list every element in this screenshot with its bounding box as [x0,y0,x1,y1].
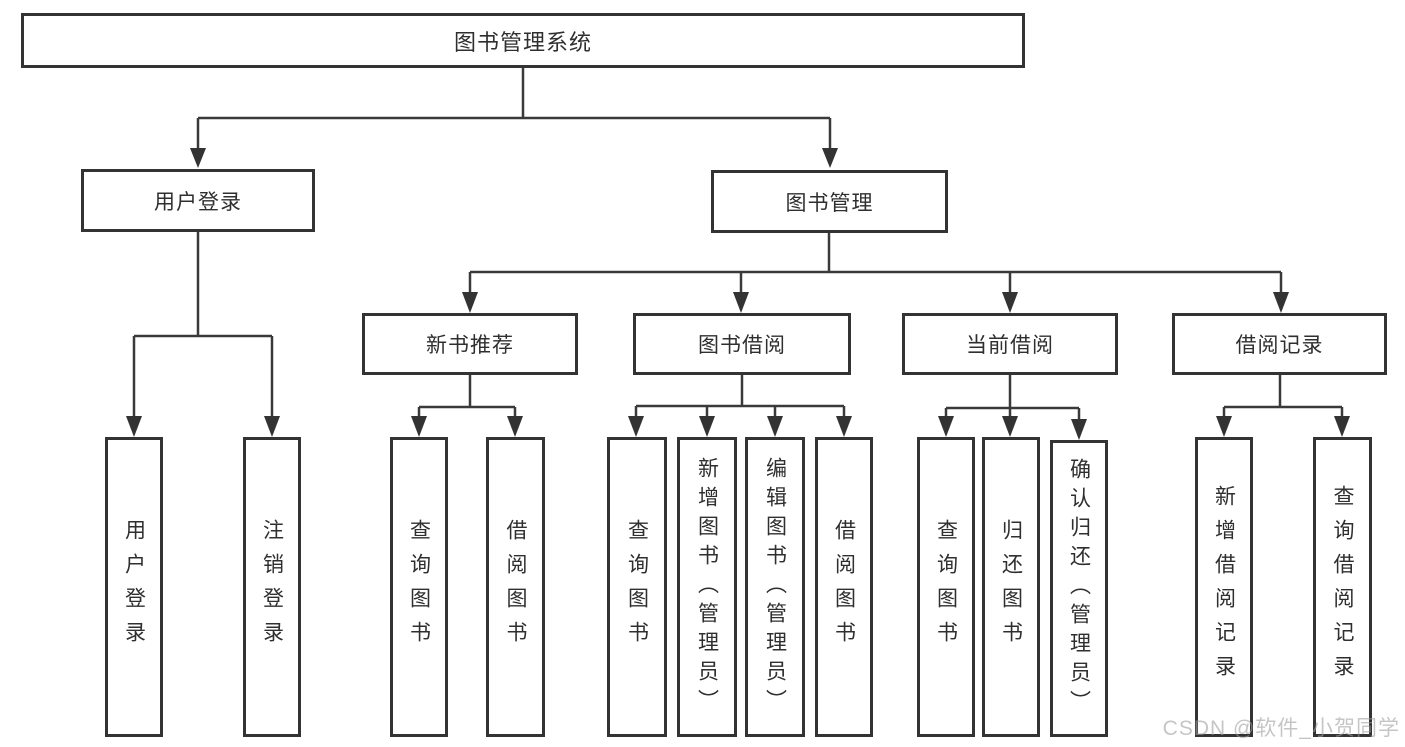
arrow-icon [699,416,715,437]
node-label: 新书推荐 [426,334,514,357]
leaf-query-borrow-record: 查询借阅记录 [1313,437,1372,737]
connector-book-borrowing [634,375,846,417]
arrow-icon [1273,292,1289,313]
leaf-borrow-books-borrowing: 借阅图书 [815,437,873,737]
node-label: 图书管理 [785,191,874,215]
node-user-login: 用户登录 [81,169,315,232]
arrow-icon [822,148,838,168]
leaf-return-books: 归还图书 [982,437,1040,737]
node-borrowing-records: 借阅记录 [1172,313,1387,375]
arrow-icon [1071,419,1087,440]
node-new-book-recommendation: 新书推荐 [362,313,578,375]
leaf-confirm-return-admin: 确认归还（管理员） [1050,440,1108,737]
leaf-add-books-admin: 新增图书（管理员） [677,437,737,737]
leaf-user-login: 用户登录 [105,437,163,737]
leaf-edit-books-admin: 编辑图书（管理员） [745,437,805,737]
node-book-management: 图书管理 [711,170,948,233]
arrow-icon [1002,416,1018,437]
arrow-icon [836,416,852,437]
node-label: 当前借阅 [966,334,1054,357]
arrow-icon [507,416,523,437]
node-label: 注销登录 [260,519,284,655]
arrow-icon [628,416,644,437]
node-label: 编辑图书（管理员） [763,456,787,718]
connector-root [196,68,832,149]
node-label: 归还图书 [999,519,1023,655]
leaf-query-books-current: 查询图书 [917,437,975,737]
leaf-logout: 注销登录 [243,437,301,737]
node-label: 图书借阅 [698,334,786,357]
leaf-borrow-books-recommend: 借阅图书 [486,437,545,737]
arrowheads [126,148,1350,440]
node-label: 借阅图书 [504,519,528,655]
leaf-query-books-recommend: 查询图书 [390,437,448,737]
node-library-management-system: 图书管理系统 [21,13,1025,68]
leaf-add-borrow-record: 新增借阅记录 [1195,437,1253,737]
node-book-borrowing: 图书借阅 [633,313,851,375]
arrow-icon [126,416,142,437]
leaf-query-books-borrowing: 查询图书 [607,437,667,737]
node-label: 查询图书 [407,519,431,655]
arrow-icon [1334,416,1350,437]
node-label: 查询图书 [934,519,958,655]
arrow-icon [411,416,427,437]
arrow-icon [1216,416,1232,437]
node-label: 新增图书（管理员） [695,456,719,718]
arrow-icon [733,292,749,313]
node-label: 用户登录 [154,190,242,214]
arrow-icon [190,148,206,168]
node-label: 查询图书 [625,519,649,655]
node-label: 新增借阅记录 [1212,485,1236,689]
arrow-icon [264,416,280,437]
node-label: 用户登录 [122,519,146,655]
node-label: 图书管理系统 [453,29,592,55]
connector-current-borrowing [944,375,1081,420]
connector-book-management [468,233,1283,293]
node-label: 借阅记录 [1235,334,1324,357]
arrow-icon [1002,292,1018,313]
connector-user-login [132,232,274,417]
node-current-borrowing: 当前借阅 [902,313,1118,375]
node-label: 借阅图书 [832,519,856,655]
node-label: 确认归还（管理员） [1067,458,1091,719]
node-label: 查询借阅记录 [1331,485,1355,689]
arrow-icon [767,416,783,437]
connector-new-book-recommendation [417,375,517,417]
arrow-icon [462,292,478,313]
connector-borrowing-records [1222,375,1344,417]
arrow-icon [938,416,954,437]
